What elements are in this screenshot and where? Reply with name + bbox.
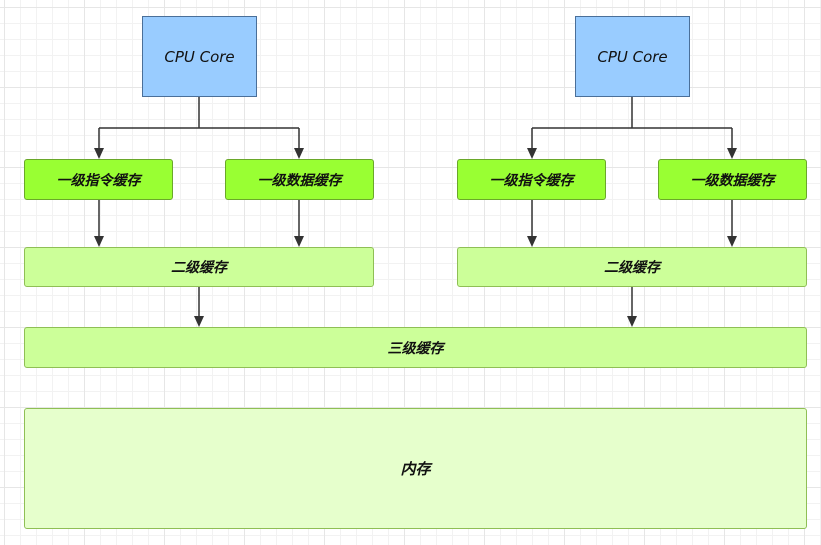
arrowhead [627, 316, 637, 327]
core2-l2-cache: 二级缓存 [457, 247, 807, 287]
l3-cache: 三级缓存 [24, 327, 807, 368]
cpu-core-2-label: CPU Core [597, 47, 668, 66]
arrowhead [94, 148, 104, 159]
arrowhead [294, 236, 304, 247]
main-memory: 内存 [24, 408, 807, 529]
connector-cpu1-to-l1 [98, 97, 300, 150]
cpu-core-2: CPU Core [575, 16, 690, 97]
arrowhead [527, 148, 537, 159]
arrowhead [727, 148, 737, 159]
connector-cpu2-to-l1 [531, 97, 733, 150]
core1-l1-data-cache: 一级数据缓存 [225, 159, 374, 200]
memory-label: 内存 [400, 460, 431, 478]
core1-l2-label: 二级缓存 [171, 260, 227, 276]
arrowhead [527, 236, 537, 247]
core2-l1i-label: 一级指令缓存 [489, 172, 574, 189]
core1-l2-cache: 二级缓存 [24, 247, 374, 287]
core2-l2-label: 二级缓存 [604, 260, 660, 276]
cpu-core-1: CPU Core [142, 16, 257, 97]
arrowhead [294, 148, 304, 159]
arrowhead [727, 236, 737, 247]
core1-l1i-label: 一级指令缓存 [56, 172, 141, 189]
cpu-core-1-label: CPU Core [164, 47, 235, 66]
core2-l1-data-cache: 一级数据缓存 [658, 159, 807, 200]
core2-l1d-label: 一级数据缓存 [690, 172, 775, 189]
core2-l1-instruction-cache: 一级指令缓存 [457, 159, 606, 200]
core1-l1-instruction-cache: 一级指令缓存 [24, 159, 173, 200]
arrowhead [94, 236, 104, 247]
l3-label: 三级缓存 [387, 340, 444, 357]
core1-l1d-label: 一级数据缓存 [257, 172, 342, 189]
arrowhead [194, 316, 204, 327]
